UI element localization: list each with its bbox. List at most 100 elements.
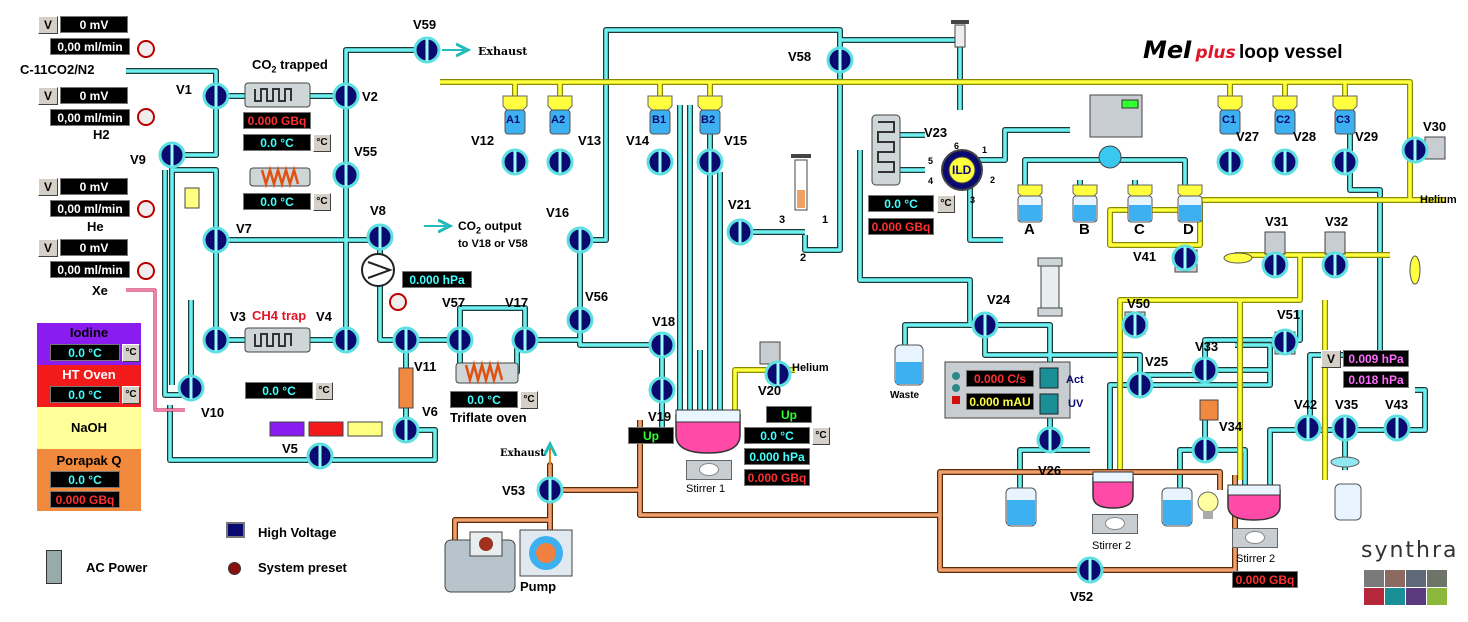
valve-v30[interactable]	[1401, 136, 1429, 164]
valve-v52[interactable]	[1076, 556, 1104, 584]
valve-v14[interactable]	[646, 148, 674, 176]
valve-v16[interactable]	[566, 226, 594, 254]
valve-v11[interactable]	[392, 326, 420, 354]
v55-heater-unit-button[interactable]: °C	[313, 193, 331, 211]
valve-v6[interactable]	[392, 416, 420, 444]
valve-label-v50: V50	[1127, 296, 1151, 311]
valve-label-v6: V6	[422, 404, 438, 419]
valve-v12[interactable]	[501, 148, 529, 176]
waste-label: Waste	[890, 390, 920, 401]
valve-v42[interactable]	[1294, 414, 1322, 442]
valve-v53[interactable]	[536, 476, 564, 504]
valve-v3[interactable]	[202, 326, 230, 354]
valve-v25[interactable]	[1126, 371, 1154, 399]
iodine-temp: 0.0 °C	[50, 344, 120, 361]
valve-label-v29: V29	[1355, 129, 1379, 144]
reactor1-pressure: 0.000 hPa	[744, 448, 810, 465]
valve-v33[interactable]	[1191, 356, 1219, 384]
valve-v51[interactable]	[1271, 328, 1299, 356]
valve-v4[interactable]	[332, 326, 360, 354]
valve-v7[interactable]	[202, 226, 230, 254]
system-preset-label: System preset	[258, 560, 347, 575]
ild-port-1: 1	[982, 145, 988, 155]
valve-v55[interactable]	[332, 161, 360, 189]
iodine-unit-button[interactable]: °C	[122, 344, 140, 362]
valve-v15[interactable]	[696, 148, 724, 176]
valve-v32[interactable]	[1321, 251, 1349, 279]
valve-v27[interactable]	[1216, 148, 1244, 176]
gas3-v-button[interactable]: V	[38, 178, 58, 196]
valve-v43[interactable]	[1383, 414, 1411, 442]
valve-label-v16: V16	[546, 205, 570, 220]
reactor1-unit-button[interactable]: °C	[812, 427, 830, 445]
valve-v1[interactable]	[202, 82, 230, 110]
gas4-v-button[interactable]: V	[38, 239, 58, 257]
gas2-mv: 0 mV	[60, 87, 128, 104]
syringe-port-1: 1	[822, 214, 829, 226]
stirrer2b-icon[interactable]	[1232, 528, 1278, 548]
iodine-panel: Iodine 0.0 °C °C	[37, 323, 141, 365]
valve-label-v8: V8	[370, 203, 386, 218]
stirrer2a-icon[interactable]	[1092, 514, 1138, 534]
valve-v58[interactable]	[826, 46, 854, 74]
valve-v18[interactable]	[648, 331, 676, 359]
valve-v19[interactable]	[648, 376, 676, 404]
ht-oven-unit-button[interactable]: °C	[122, 386, 140, 404]
act-detector	[1039, 367, 1059, 389]
ch4-trap-unit-button[interactable]: °C	[315, 382, 333, 400]
valve-label-v34: V34	[1219, 419, 1243, 434]
valve-v28[interactable]	[1271, 148, 1299, 176]
valve-v59[interactable]	[413, 36, 441, 64]
reagent-b1: B1	[652, 114, 667, 126]
valve-v41[interactable]	[1171, 244, 1199, 272]
valve-v5[interactable]	[306, 442, 334, 470]
valve-label-v42: V42	[1294, 397, 1318, 412]
valve-label-v5: V5	[282, 441, 298, 456]
loop-unit-button[interactable]: °C	[937, 195, 955, 213]
title-main: MeI	[1143, 36, 1193, 64]
co2-trap-unit-button[interactable]: °C	[313, 134, 331, 152]
stirrer1-icon[interactable]	[686, 460, 732, 480]
valve-v26[interactable]	[1036, 426, 1064, 454]
reactor-2	[1092, 471, 1134, 509]
valve-v8[interactable]	[366, 223, 394, 251]
triflate-temp: 0.0 °C	[450, 391, 518, 408]
valve-label-v57: V57	[442, 295, 466, 310]
valve-v35[interactable]	[1331, 414, 1359, 442]
valve-v17[interactable]	[511, 326, 539, 354]
ac-power-icon[interactable]	[46, 550, 62, 584]
valve-label-v30: V30	[1423, 119, 1447, 134]
valve-v9[interactable]	[158, 141, 186, 169]
valve-v24[interactable]	[971, 311, 999, 339]
triflate-unit-button[interactable]: °C	[520, 391, 538, 409]
main-pressure: 0.000 hPa	[402, 271, 472, 288]
pressure-v-button[interactable]: V	[1321, 350, 1341, 368]
ild-port-3: 3	[970, 195, 976, 205]
valve-v21[interactable]	[726, 218, 754, 246]
valve-v20[interactable]	[764, 360, 792, 388]
exhaust-label-bottom: Exhaust	[500, 448, 545, 459]
valve-label-v55: V55	[354, 144, 378, 159]
hplc-indicator-2	[952, 384, 960, 392]
valve-v56[interactable]	[566, 306, 594, 334]
valve-v29[interactable]	[1331, 148, 1359, 176]
ht-oven-cartridge	[308, 421, 344, 437]
valve-v13[interactable]	[546, 148, 574, 176]
brand-square	[1406, 570, 1426, 587]
system-preset-icon[interactable]	[228, 562, 241, 575]
valve-v2[interactable]	[332, 82, 360, 110]
valve-label-v25: V25	[1145, 354, 1169, 369]
syringe-port-3: 3	[779, 214, 786, 226]
v11-column	[398, 367, 414, 409]
valve-v31[interactable]	[1261, 251, 1289, 279]
reagent-c3: C3	[1336, 114, 1351, 126]
valve-v10[interactable]	[177, 374, 205, 402]
gas2-v-button[interactable]: V	[38, 87, 58, 105]
valve-v34[interactable]	[1191, 436, 1219, 464]
valve-v50[interactable]	[1121, 311, 1149, 339]
reagent-c2: C2	[1276, 114, 1291, 126]
reagent-d: D	[1183, 221, 1194, 238]
valve-label-v31: V31	[1265, 214, 1289, 229]
valve-v57[interactable]	[446, 326, 474, 354]
gas1-v-button[interactable]: V	[38, 16, 58, 34]
